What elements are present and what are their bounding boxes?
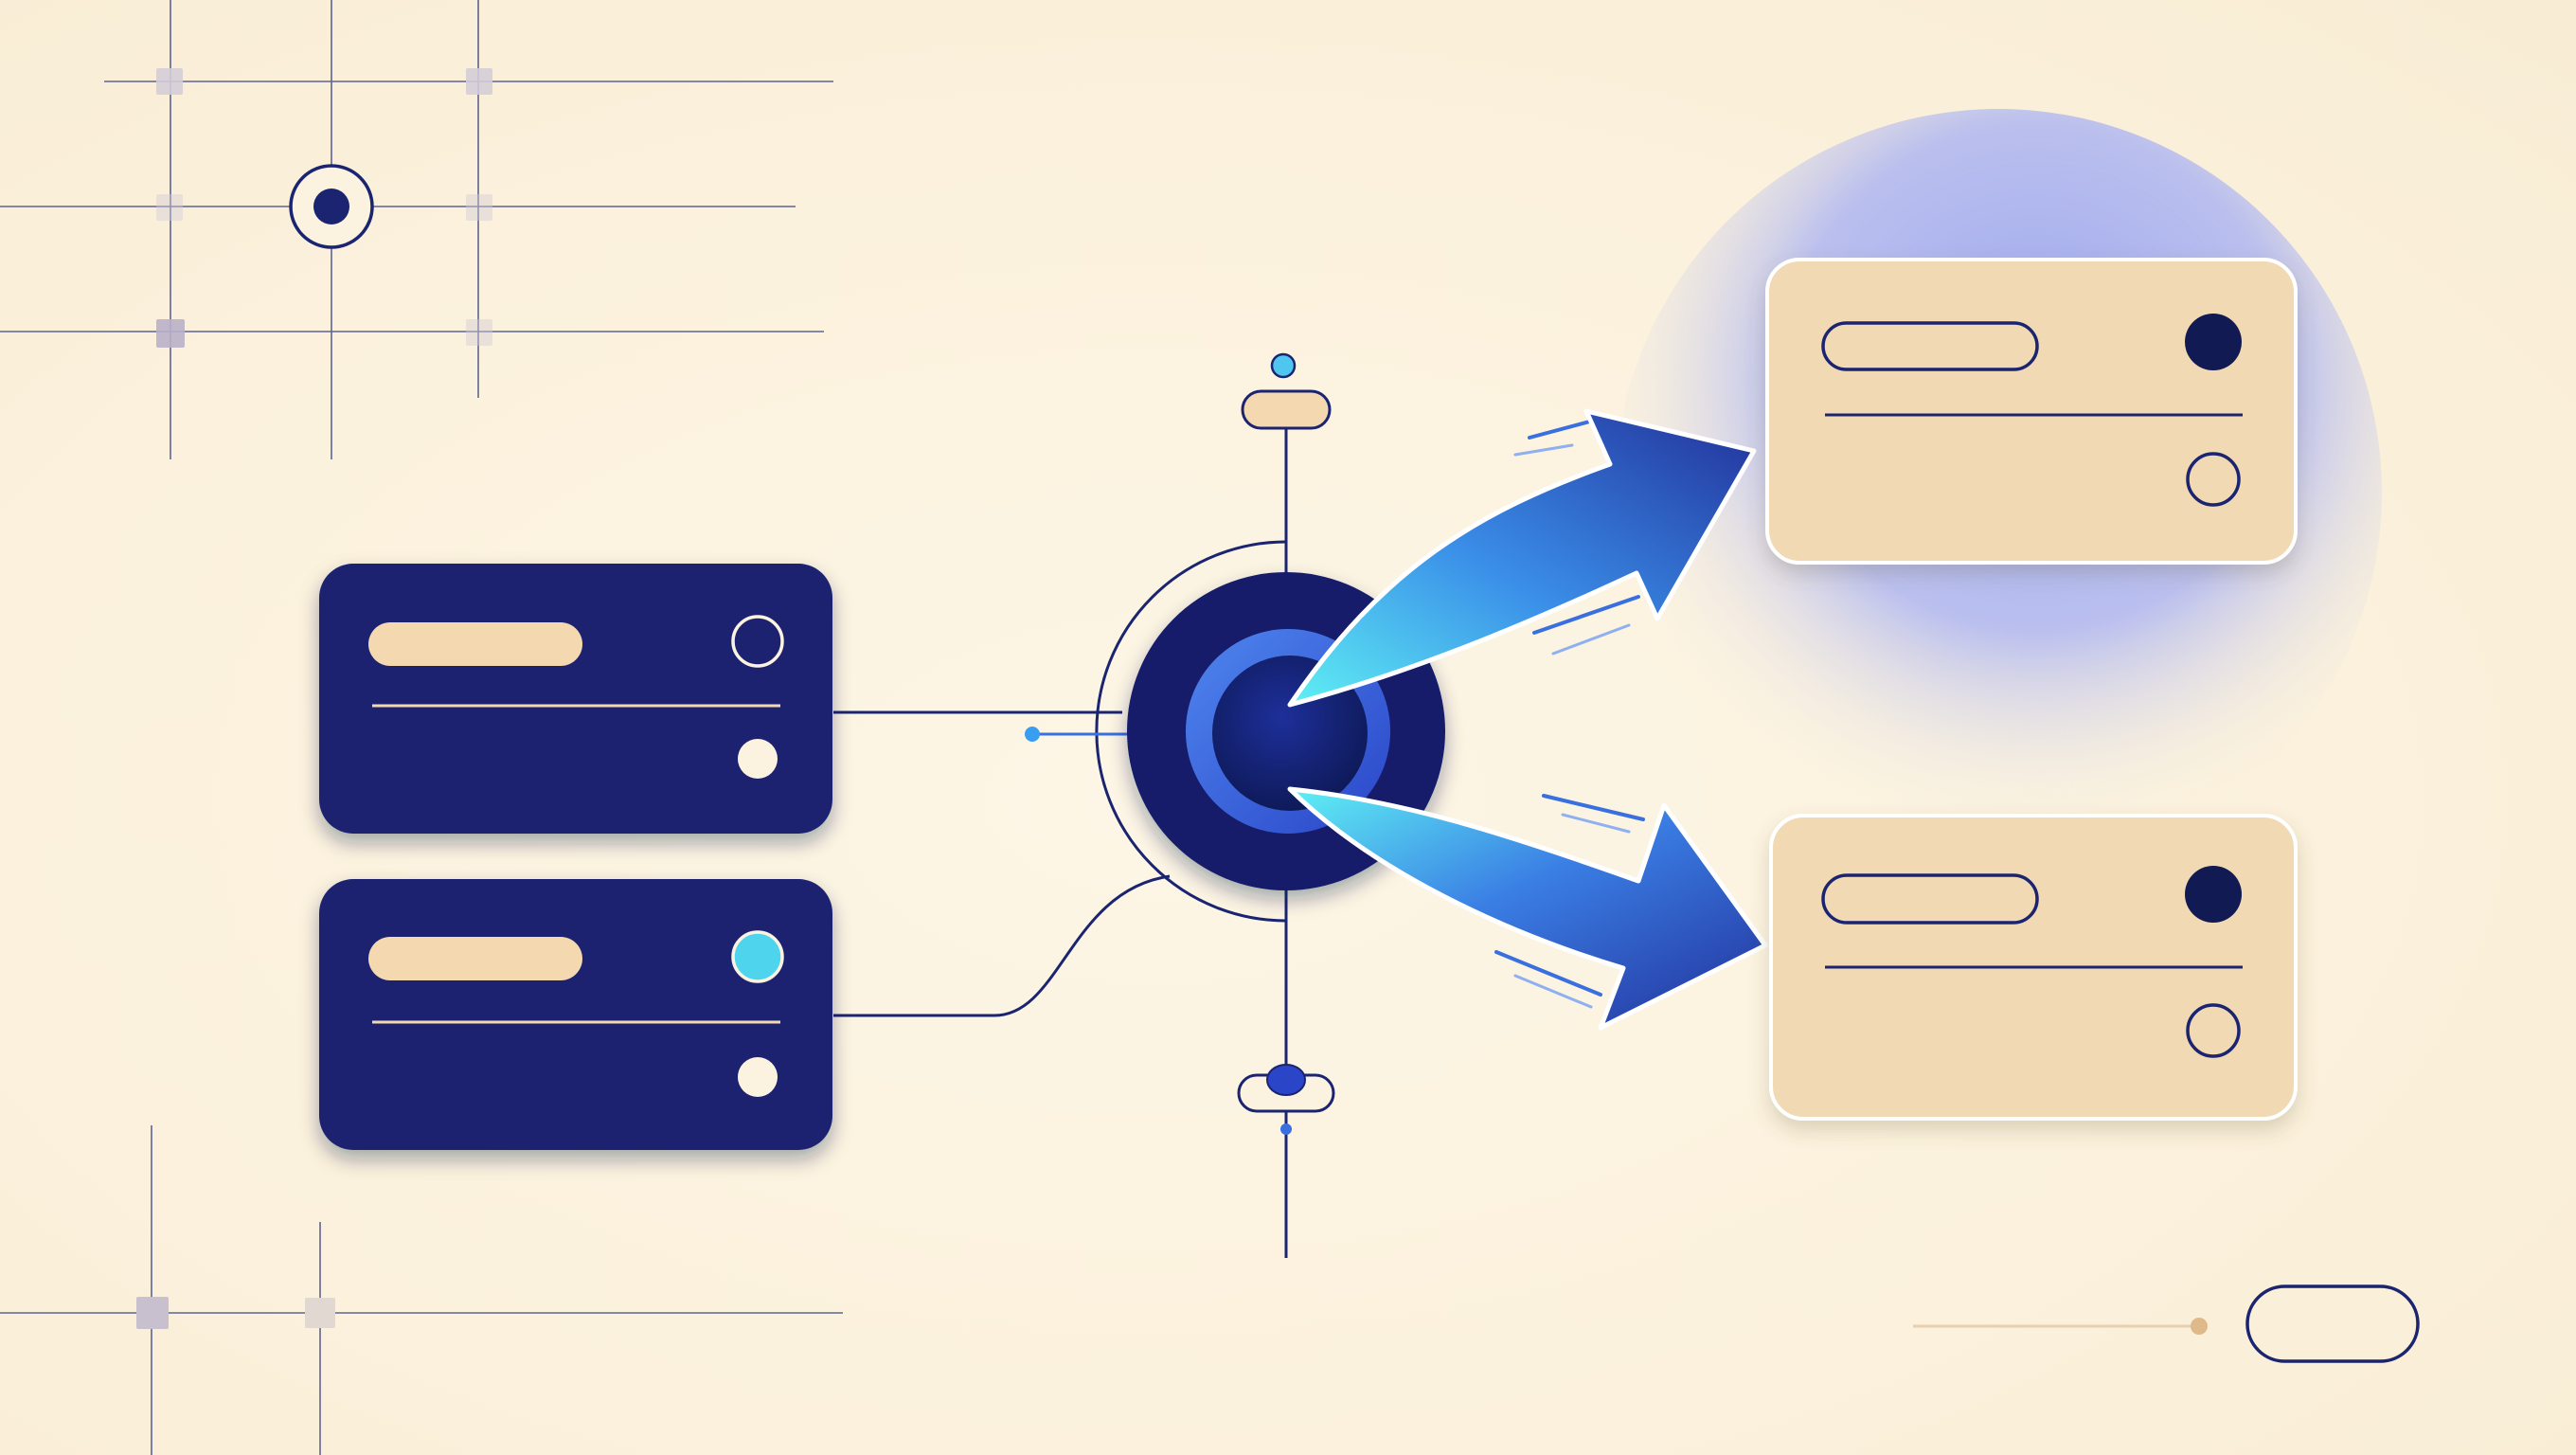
input-connectors bbox=[833, 710, 1171, 1017]
bottom-pin bbox=[1237, 1064, 1335, 1135]
top-pin bbox=[1241, 352, 1332, 430]
output-card-top-filled-indicator bbox=[2185, 314, 2242, 370]
output-card-bottom-label-pill bbox=[1821, 873, 2039, 925]
input-card-top-label-pill bbox=[368, 622, 582, 666]
input-card-bottom-dot-indicator bbox=[738, 1057, 778, 1097]
grid-decoration-top-left bbox=[0, 0, 833, 459]
grid-nodes-bottom-left bbox=[136, 1297, 335, 1329]
input-card-top-ring-indicator bbox=[731, 615, 784, 668]
bottom-right-slider-decoration bbox=[1913, 1284, 2420, 1363]
input-card-bottom[interactable] bbox=[319, 879, 832, 1150]
grid-decoration-bottom-left bbox=[0, 1125, 843, 1455]
input-card-top[interactable] bbox=[319, 564, 832, 834]
output-card-top-label-pill bbox=[1821, 321, 2039, 371]
target-icon bbox=[289, 164, 374, 249]
output-card-bottom-filled-indicator bbox=[2185, 866, 2242, 923]
crosshair-accent bbox=[1025, 727, 1132, 742]
arrow-to-top-output bbox=[1287, 408, 1757, 708]
grid-nodes-top-left bbox=[156, 68, 492, 348]
input-card-top-dot-indicator bbox=[738, 739, 778, 779]
output-card-bottom-ring-indicator bbox=[2186, 1003, 2241, 1058]
arrow-to-bottom-output bbox=[1287, 786, 1768, 1031]
output-card-top[interactable] bbox=[1765, 258, 2298, 565]
input-card-bottom-label-pill bbox=[368, 937, 582, 980]
output-card-top-ring-indicator bbox=[2186, 452, 2241, 507]
input-card-bottom-cyan-indicator bbox=[731, 930, 784, 983]
